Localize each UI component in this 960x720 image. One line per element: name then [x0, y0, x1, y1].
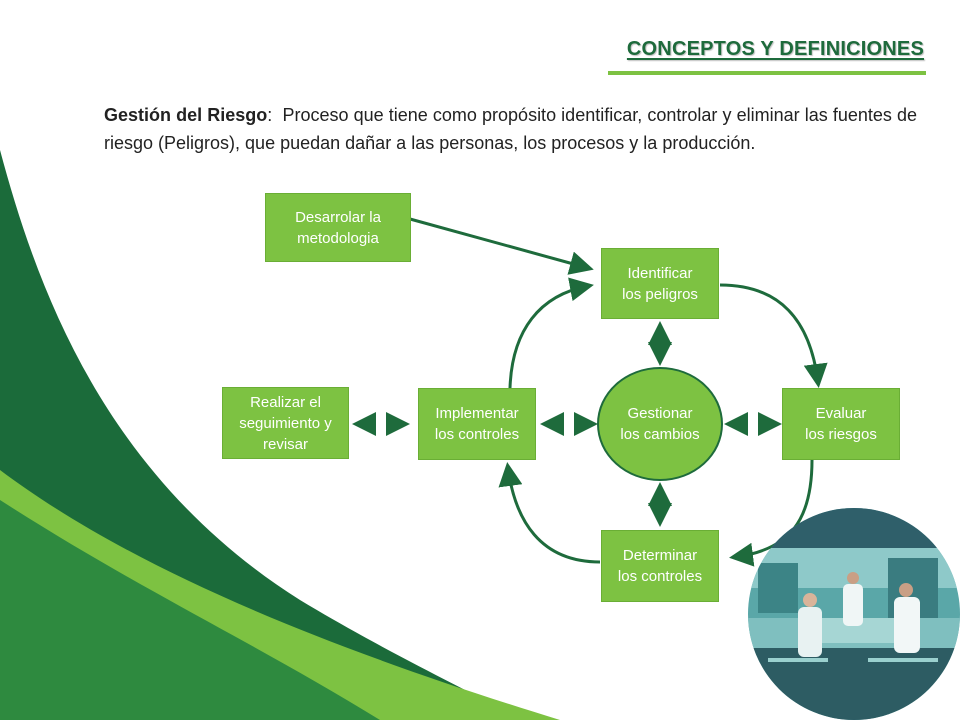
- page-title: CONCEPTOS Y DEFINICIONES: [626, 38, 924, 60]
- node-implementar-controles: Implementar los controles: [418, 388, 536, 460]
- arrow-desarrollar-identificar: [409, 217, 594, 275]
- arrow-determinar-implementar: [498, 462, 601, 564]
- node-evaluar-riesgos: Evaluar los riesgos: [782, 388, 900, 460]
- node-gestionar-cambios: Gestionar los cambios: [597, 367, 723, 481]
- node-realizar-seguimiento: Realizar el seguimiento y revisar: [222, 387, 349, 459]
- definition-paragraph: Gestión del Riesgo: Proceso que tiene co…: [104, 101, 917, 157]
- arrow-implementar-identificar: [508, 277, 594, 389]
- node-identificar-peligros: Identificar los peligros: [601, 248, 719, 319]
- laboratory-workers-photo: [748, 508, 960, 720]
- arrow-identificar-evaluar: [719, 283, 828, 388]
- title-underline-bar: [608, 71, 926, 75]
- node-determinar-controles: Determinar los controles: [601, 530, 719, 602]
- definition-text: Proceso que tiene como propósito identif…: [104, 105, 917, 153]
- node-desarrollar-metodologia: Desarrolar la metodologia: [265, 193, 411, 262]
- definition-separator: :: [267, 105, 273, 125]
- definition-term: Gestión del Riesgo: [104, 105, 268, 125]
